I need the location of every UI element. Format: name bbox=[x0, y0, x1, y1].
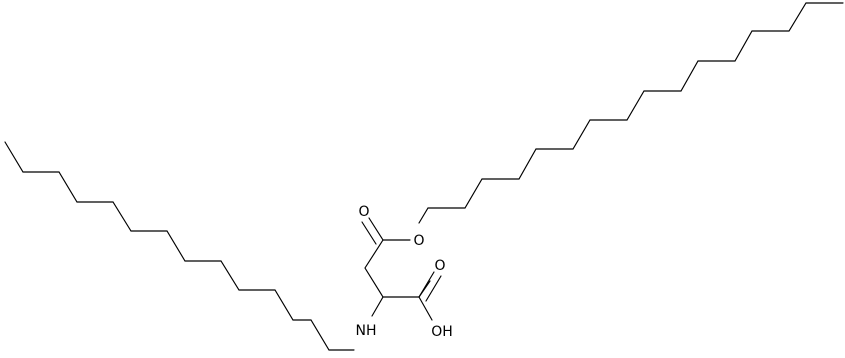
ester-carbonyl-double-bond-a bbox=[368, 217, 384, 241]
acid-hydroxyl-bond bbox=[418, 296, 433, 321]
alpha-n-bond bbox=[371, 296, 384, 317]
atom-labels: O O O OH NH bbox=[356, 204, 453, 340]
bond-lines bbox=[4, 2, 844, 351]
ester-oxygen-label: O bbox=[413, 233, 424, 249]
acid-carbonyl-double-bond-b bbox=[425, 275, 442, 302]
acid-carbonyl-oxygen-label: O bbox=[434, 258, 445, 274]
ester-carbonyl-double-bond-b bbox=[361, 221, 377, 245]
amine-label: NH bbox=[356, 323, 377, 339]
acid-carbonyl-double-bond-a bbox=[418, 271, 435, 298]
amine-alkyl-chain bbox=[4, 141, 355, 351]
ester-alkyl-chain bbox=[418, 2, 844, 224]
hydroxyl-label: OH bbox=[431, 324, 453, 340]
ester-carbonyl-oxygen-label: O bbox=[358, 204, 369, 220]
